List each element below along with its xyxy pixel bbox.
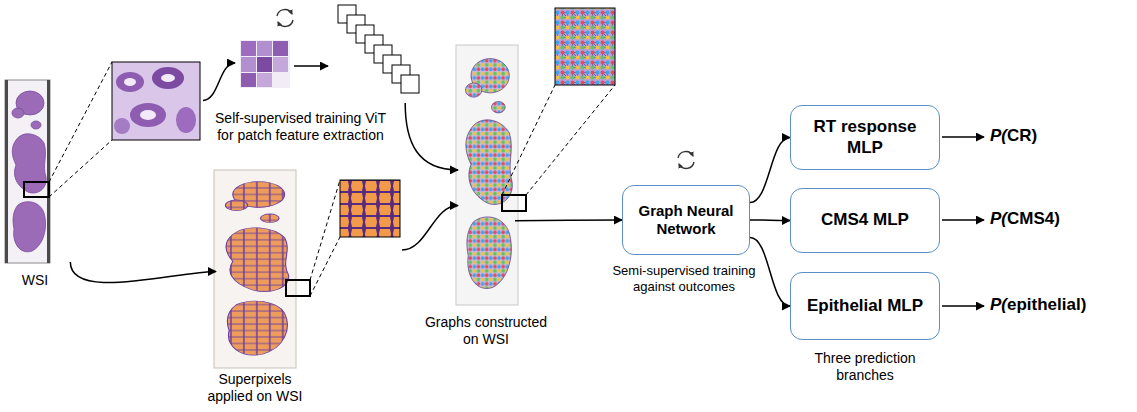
zoom-line bbox=[526, 85, 615, 195]
flow-arrow bbox=[70, 262, 216, 283]
output-arrow bbox=[942, 136, 984, 138]
zoom-marker bbox=[286, 280, 310, 296]
slide-glass bbox=[5, 80, 50, 263]
vit-panel bbox=[240, 5, 419, 93]
feature-square bbox=[401, 75, 419, 93]
panel-caption: Superpixels applied on WSI bbox=[200, 371, 310, 405]
flow-arrow bbox=[750, 138, 790, 203]
zoom-line bbox=[49, 140, 112, 197]
zoom-inset bbox=[340, 180, 400, 237]
patch-tile bbox=[241, 41, 256, 56]
flow-arrow bbox=[402, 205, 458, 250]
wsi-slide bbox=[5, 62, 200, 263]
zoom-marker bbox=[502, 195, 526, 211]
image-panel: Superpixels applied on WSI bbox=[216, 172, 402, 367]
gland-lumen bbox=[140, 110, 156, 120]
zoom-line bbox=[310, 237, 340, 296]
image-panel: Self-supervised training ViT for patch f… bbox=[235, 3, 420, 103]
patch-image bbox=[240, 40, 290, 88]
gland bbox=[130, 103, 166, 127]
box-label: RT response MLP bbox=[799, 117, 931, 158]
flow-arrow bbox=[750, 238, 790, 307]
box-label: Graph Neural Network bbox=[631, 202, 741, 238]
tissue bbox=[465, 59, 512, 289]
image-panel: WSI bbox=[5, 60, 203, 262]
flow-arrow bbox=[750, 219, 790, 221]
panel-caption: WSI bbox=[5, 272, 65, 289]
graph-slide bbox=[456, 8, 615, 305]
flow-arrow bbox=[515, 219, 622, 221]
process-box: Epithelial MLP bbox=[790, 272, 940, 340]
probability-output: P(CMS4) bbox=[990, 209, 1060, 229]
tissue bbox=[225, 181, 288, 355]
patch-tile bbox=[241, 57, 256, 72]
output-arrow bbox=[942, 219, 984, 221]
zoom-line bbox=[310, 180, 340, 280]
slide-glass bbox=[214, 170, 296, 368]
gland bbox=[116, 72, 144, 92]
panel-caption: Self-supervised training ViT for patch f… bbox=[213, 110, 388, 144]
gland bbox=[176, 107, 196, 133]
slide-glass bbox=[456, 45, 518, 305]
slide-edge bbox=[47, 80, 50, 263]
gland bbox=[114, 118, 130, 134]
zoom-inset bbox=[555, 8, 615, 85]
probability-output: P(CR) bbox=[990, 126, 1037, 146]
probability-output: P(epithelial) bbox=[990, 295, 1086, 315]
superpixel-slide bbox=[214, 170, 400, 368]
patch-tile bbox=[257, 73, 272, 87]
zoom-line bbox=[502, 85, 555, 195]
process-box: RT response MLP bbox=[790, 105, 940, 170]
cycle-icon bbox=[277, 10, 292, 16]
patch-tile bbox=[257, 57, 272, 72]
process-box: CMS4 MLP bbox=[790, 188, 940, 253]
cycle-icon bbox=[278, 20, 293, 26]
zoom-line bbox=[49, 62, 112, 182]
patch-tile bbox=[273, 41, 288, 56]
panel-caption: Graphs constructed on WSI bbox=[419, 314, 554, 348]
process-box: Graph Neural Network bbox=[622, 185, 750, 255]
text-holder: CMS4 MLP bbox=[821, 210, 909, 230]
tissue bbox=[12, 91, 46, 252]
gland bbox=[152, 67, 184, 89]
cycle-icon bbox=[678, 152, 693, 158]
box-label: Epithelial MLP bbox=[807, 296, 923, 316]
gland-lumen bbox=[124, 78, 136, 86]
text-holder: Graph Neural Network bbox=[631, 202, 741, 238]
feature-arrow bbox=[294, 65, 328, 67]
annotation-text: Three prediction branches bbox=[805, 350, 925, 384]
patch-tile bbox=[241, 73, 256, 87]
text-holder: Epithelial MLP bbox=[807, 296, 923, 316]
image-panel: Graphs constructed on WSI bbox=[458, 48, 515, 302]
zoom-marker bbox=[24, 182, 49, 197]
gland-lumen bbox=[161, 74, 175, 82]
slide-edge bbox=[5, 80, 8, 263]
flow-arrow bbox=[405, 103, 458, 170]
patch-tile bbox=[273, 57, 288, 72]
patch-tile bbox=[257, 41, 272, 56]
box-label: CMS4 MLP bbox=[821, 210, 909, 230]
annotation-text: Semi-supervised training against outcome… bbox=[599, 263, 769, 294]
cycle-icon bbox=[679, 162, 694, 168]
zoom-inset bbox=[112, 62, 200, 140]
output-arrow bbox=[942, 305, 984, 307]
text-holder: RT response MLP bbox=[799, 117, 931, 158]
flow-arrow bbox=[203, 63, 235, 100]
